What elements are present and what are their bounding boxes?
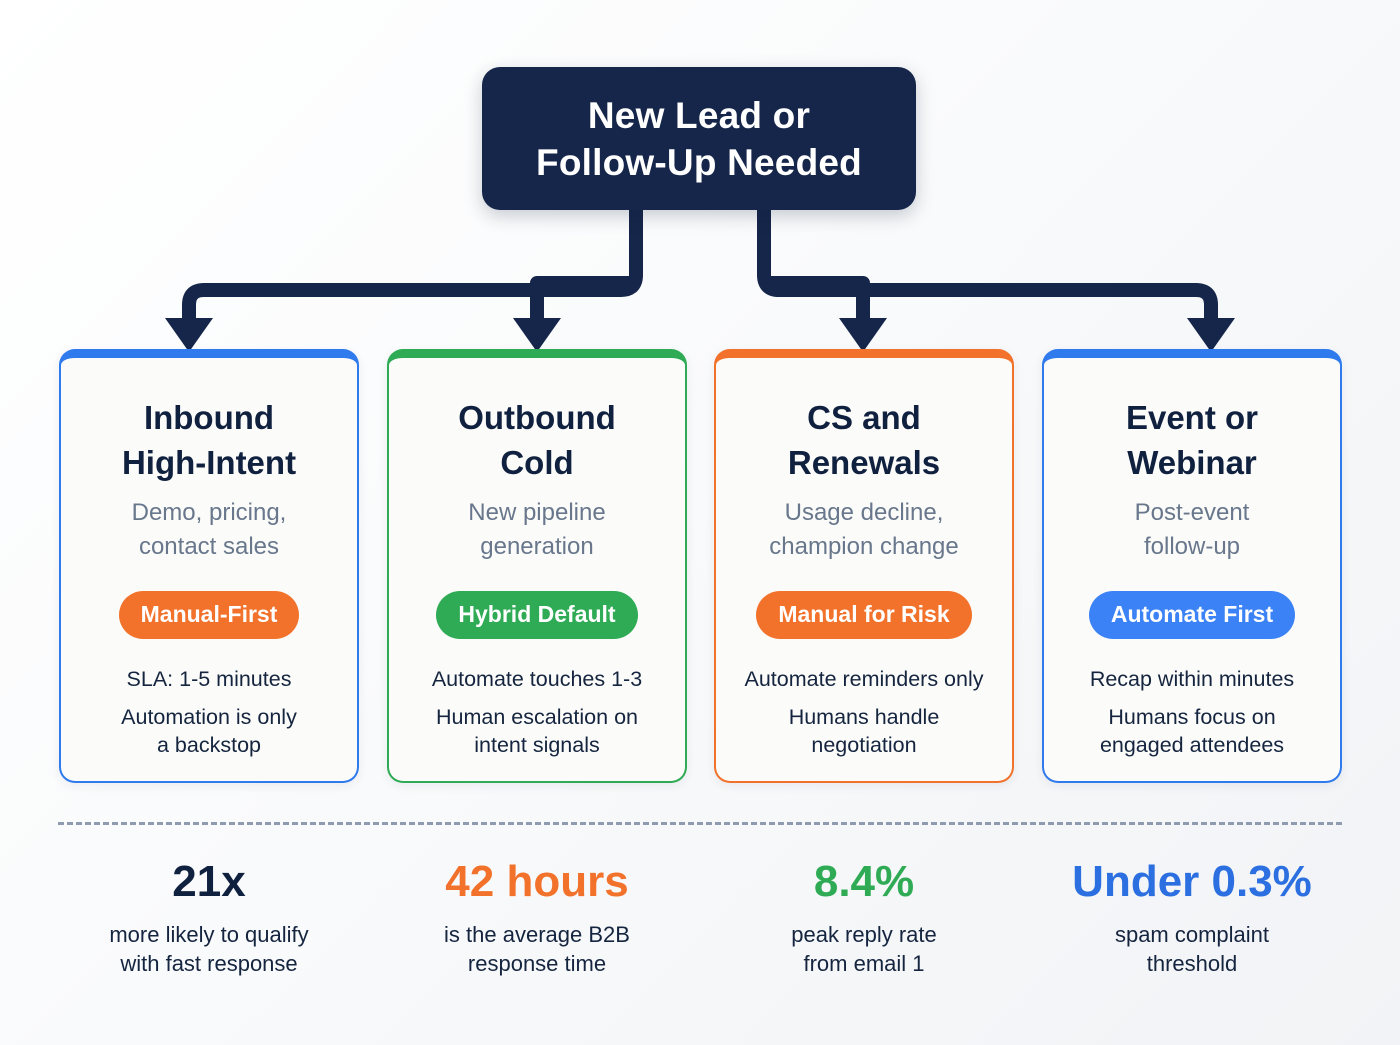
- stat-block-spam-threshold: Under 0.3% spam complaint threshold: [1042, 856, 1342, 978]
- card-note-2-line2: engaged attendees: [1099, 733, 1285, 757]
- branch-card-cs-and-renewals[interactable]: CS and Renewals Usage decline, champion …: [714, 349, 1014, 783]
- connector-path-right: [757, 210, 1218, 332]
- stat-value: 42 hours: [445, 857, 629, 906]
- card-subtitle: Usage decline, champion change: [769, 496, 958, 564]
- status-badge[interactable]: Hybrid Default: [436, 591, 638, 639]
- card-note-2: Humans focus on engaged attendees: [1054, 703, 1330, 759]
- connector-path-right-inner: [763, 275, 870, 332]
- stat-value: Under 0.3%: [1072, 857, 1312, 906]
- card-note-1: SLA: 1-5 minutes: [71, 665, 347, 693]
- arrowhead-card-3: [839, 318, 887, 352]
- card-subtitle-line2: champion change: [769, 533, 959, 560]
- stat-block-qualify-rate: 21x more likely to qualify with fast res…: [59, 856, 359, 978]
- card-title-line2: Renewals: [787, 444, 941, 481]
- card-notes: Automate touches 1-3 Human escalation on…: [399, 665, 675, 769]
- card-subtitle-line1: Demo, pricing,: [131, 499, 287, 526]
- branch-card-outbound-cold[interactable]: Outbound Cold New pipeline generation Hy…: [387, 349, 687, 783]
- stat-label-line1: more likely to qualify: [109, 922, 309, 947]
- stat-label-line2: from email 1: [803, 951, 925, 976]
- card-note-1-line1: Automate touches 1-3: [431, 667, 643, 691]
- card-title: CS and Renewals: [788, 395, 940, 485]
- stat-label-line2: response time: [467, 951, 607, 976]
- stat-label: more likely to qualify with fast respons…: [109, 920, 308, 978]
- card-title-line1: Outbound: [458, 399, 616, 436]
- card-subtitle: New pipeline generation: [468, 496, 605, 564]
- card-note-2: Automation is only a backstop: [71, 703, 347, 759]
- card-subtitle-line2: contact sales: [138, 533, 280, 560]
- connector-path-left-inner: [530, 275, 637, 332]
- status-badge[interactable]: Manual-First: [118, 591, 300, 639]
- card-note-1-line1: SLA: 1-5 minutes: [126, 667, 292, 691]
- card-title-line1: Event or: [1125, 399, 1259, 436]
- card-notes: Automate reminders only Humans handle ne…: [726, 665, 1002, 769]
- status-badge[interactable]: Manual for Risk: [756, 591, 972, 639]
- card-subtitle: Demo, pricing, contact sales: [132, 496, 287, 564]
- card-subtitle-line2: follow-up: [1143, 533, 1241, 560]
- card-note-1-line1: Automate reminders only: [744, 667, 984, 691]
- stat-label-line2: threshold: [1146, 951, 1238, 976]
- branch-card-event-or-webinar[interactable]: Event or Webinar Post-event follow-up Au…: [1042, 349, 1342, 783]
- arrowhead-card-2: [513, 318, 561, 352]
- card-note-2-line1: Automation is only: [121, 705, 297, 729]
- card-note-1: Automate touches 1-3: [399, 665, 675, 693]
- card-note-2-line1: Humans focus on: [1108, 705, 1276, 729]
- card-notes: SLA: 1-5 minutes Automation is only a ba…: [71, 665, 347, 769]
- card-note-1: Recap within minutes: [1054, 665, 1330, 693]
- stat-label-line1: spam complaint: [1114, 922, 1270, 947]
- card-title: Outbound Cold: [458, 395, 616, 485]
- card-note-2: Human escalation on intent signals: [399, 703, 675, 759]
- stat-label: is the average B2B response time: [444, 920, 630, 978]
- card-title-line2: Cold: [500, 444, 574, 481]
- card-subtitle-line2: generation: [480, 533, 594, 560]
- card-subtitle-line1: New pipeline: [468, 499, 606, 526]
- card-note-1-line1: Recap within minutes: [1089, 667, 1295, 691]
- stat-block-peak-reply-rate: 8.4% peak reply rate from email 1: [714, 856, 1014, 978]
- branch-card-inbound-high-intent[interactable]: Inbound High-Intent Demo, pricing, conta…: [59, 349, 359, 783]
- card-notes: Recap within minutes Humans focus on eng…: [1054, 665, 1330, 769]
- card-note-2-line2: negotiation: [811, 733, 917, 757]
- card-note-2: Humans handle negotiation: [726, 703, 1002, 759]
- stat-label: spam complaint threshold: [1115, 920, 1269, 978]
- card-title-line2: High-Intent: [121, 444, 297, 481]
- stat-value: 21x: [172, 857, 246, 906]
- root-title-line2: Follow-Up Needed: [536, 141, 862, 183]
- card-subtitle-line1: Post-event: [1134, 499, 1250, 526]
- root-node: New Lead or Follow-Up Needed: [482, 67, 916, 210]
- stat-block-avg-response-time: 42 hours is the average B2B response tim…: [387, 856, 687, 978]
- root-title-line1: New Lead or: [587, 94, 811, 136]
- stat-label-line2: with fast response: [120, 951, 298, 976]
- card-title-line1: CS and: [807, 399, 921, 436]
- stat-label: peak reply rate from email 1: [791, 920, 937, 978]
- status-badge[interactable]: Automate First: [1088, 591, 1296, 639]
- card-subtitle-line1: Usage decline,: [784, 499, 944, 526]
- card-note-2-line1: Human escalation on: [436, 705, 638, 729]
- arrowhead-card-1: [165, 318, 213, 352]
- arrowhead-card-4: [1187, 318, 1235, 352]
- stat-label-line1: peak reply rate: [791, 922, 937, 947]
- stat-value: 8.4%: [813, 857, 915, 906]
- stat-label-line1: is the average B2B: [444, 922, 630, 947]
- card-note-1: Automate reminders only: [726, 665, 1002, 693]
- section-divider: [58, 822, 1342, 825]
- card-title-line2: Webinar: [1127, 444, 1257, 481]
- card-title: Inbound High-Intent: [122, 395, 296, 485]
- connector-path-left: [182, 210, 643, 332]
- card-subtitle: Post-event follow-up: [1135, 496, 1250, 564]
- card-note-2-line2: intent signals: [474, 733, 600, 757]
- card-title-line1: Inbound: [143, 399, 275, 436]
- card-title: Event or Webinar: [1126, 395, 1258, 485]
- card-note-2-line1: Humans handle: [788, 705, 940, 729]
- card-note-2-line2: a backstop: [157, 733, 261, 757]
